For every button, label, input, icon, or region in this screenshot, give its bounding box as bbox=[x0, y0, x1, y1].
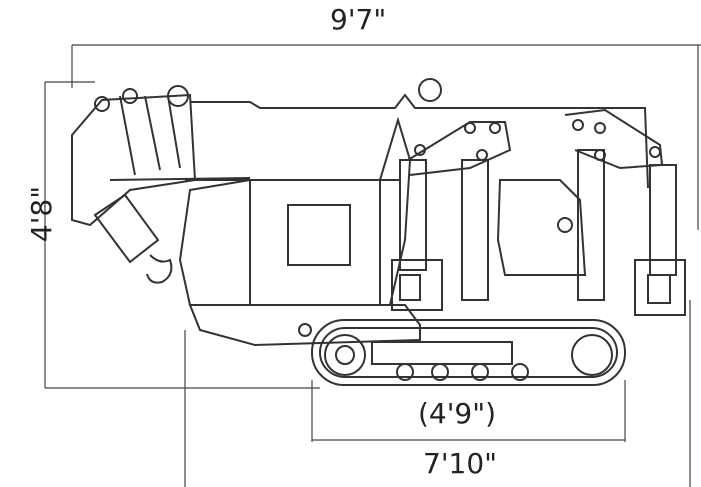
roller-4 bbox=[512, 364, 528, 380]
crane-hook bbox=[147, 255, 171, 283]
overall-length-label: 9'7" bbox=[330, 3, 387, 36]
boom-tip-rib bbox=[120, 96, 135, 175]
boom-sheave-1 bbox=[95, 97, 109, 111]
drive-sprocket-hub bbox=[336, 346, 354, 364]
pin-f bbox=[595, 123, 605, 133]
pin-h bbox=[650, 147, 660, 157]
overall-height-label: 4'8" bbox=[25, 185, 58, 243]
outrigger-right-leg-2 bbox=[650, 165, 676, 275]
chassis bbox=[190, 305, 420, 345]
boom-sheave-3 bbox=[168, 86, 188, 106]
idler-wheel bbox=[572, 335, 612, 375]
track-length-label: (4'9") bbox=[418, 397, 497, 430]
outrigger-right-leg bbox=[578, 150, 604, 300]
outrigger-left-arm bbox=[408, 122, 510, 175]
boom-sheave-2 bbox=[123, 89, 137, 103]
boom-tip-rib-2 bbox=[145, 96, 160, 170]
pin-b bbox=[465, 123, 475, 133]
boom-tip-plate bbox=[72, 95, 195, 225]
rear-body-pin bbox=[558, 218, 572, 232]
upper-frame bbox=[180, 120, 410, 305]
outrigger-right-foot bbox=[635, 260, 685, 315]
crawler-track-inner bbox=[320, 328, 617, 377]
outrigger-left-foot bbox=[392, 260, 442, 310]
deck-line-2 bbox=[110, 178, 250, 180]
lift-eye bbox=[419, 79, 441, 101]
overall-width-label: 7'10" bbox=[423, 447, 498, 480]
boom-outline bbox=[190, 95, 648, 188]
pin-a bbox=[415, 145, 425, 155]
rear-body bbox=[498, 180, 585, 275]
outrigger-right-arm bbox=[565, 110, 662, 168]
boom-tip-rib-3 bbox=[168, 96, 180, 168]
rear-hub bbox=[299, 324, 311, 336]
outrigger-left-leg bbox=[400, 160, 426, 270]
drive-sprocket bbox=[325, 335, 365, 375]
crawler-track bbox=[312, 320, 625, 385]
pin-e bbox=[573, 120, 583, 130]
cab-body bbox=[250, 180, 380, 305]
outrigger-left-leg-2 bbox=[462, 160, 488, 300]
pin-d bbox=[477, 150, 487, 160]
track-frame bbox=[372, 342, 512, 364]
pin-g bbox=[595, 150, 605, 160]
hook-block bbox=[95, 195, 158, 262]
pin-c bbox=[490, 123, 500, 133]
outrigger-left-pad bbox=[400, 275, 420, 300]
outrigger-right-pad bbox=[648, 275, 670, 303]
cab-window bbox=[288, 205, 350, 265]
